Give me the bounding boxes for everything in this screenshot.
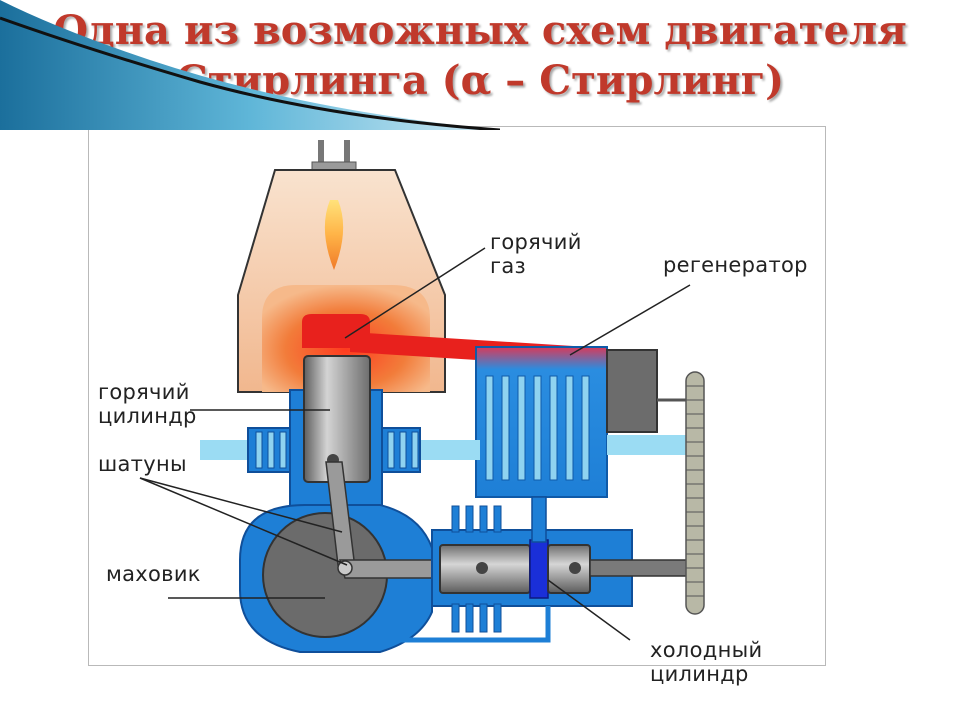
leader-lines [139,247,691,641]
label-rods: шатуны [98,452,187,476]
slide-title: Одна из возможных схем двигателя Стирлин… [0,6,960,106]
crankcase [239,504,433,653]
label-hot-gas: горячий газ [490,230,582,278]
cold-chamber [529,539,549,599]
label-flywheel: маховик [106,562,201,586]
cold-cylinder [431,505,691,633]
hot-cylinder [247,355,421,509]
flame [324,200,344,270]
label-regenerator: регенератор [663,253,808,277]
return-duct [377,606,551,643]
cold-piston-right [547,544,591,594]
gear [657,371,705,615]
label-cold-cylinder: холодный цилиндр [650,638,763,686]
regenerator [475,346,658,498]
decorative-wave [0,0,500,130]
title-line-1: Одна из возможных схем двигателя [53,7,907,54]
cold-duct [531,496,547,543]
label-hot-cylinder: горячий цилиндр [98,380,197,428]
